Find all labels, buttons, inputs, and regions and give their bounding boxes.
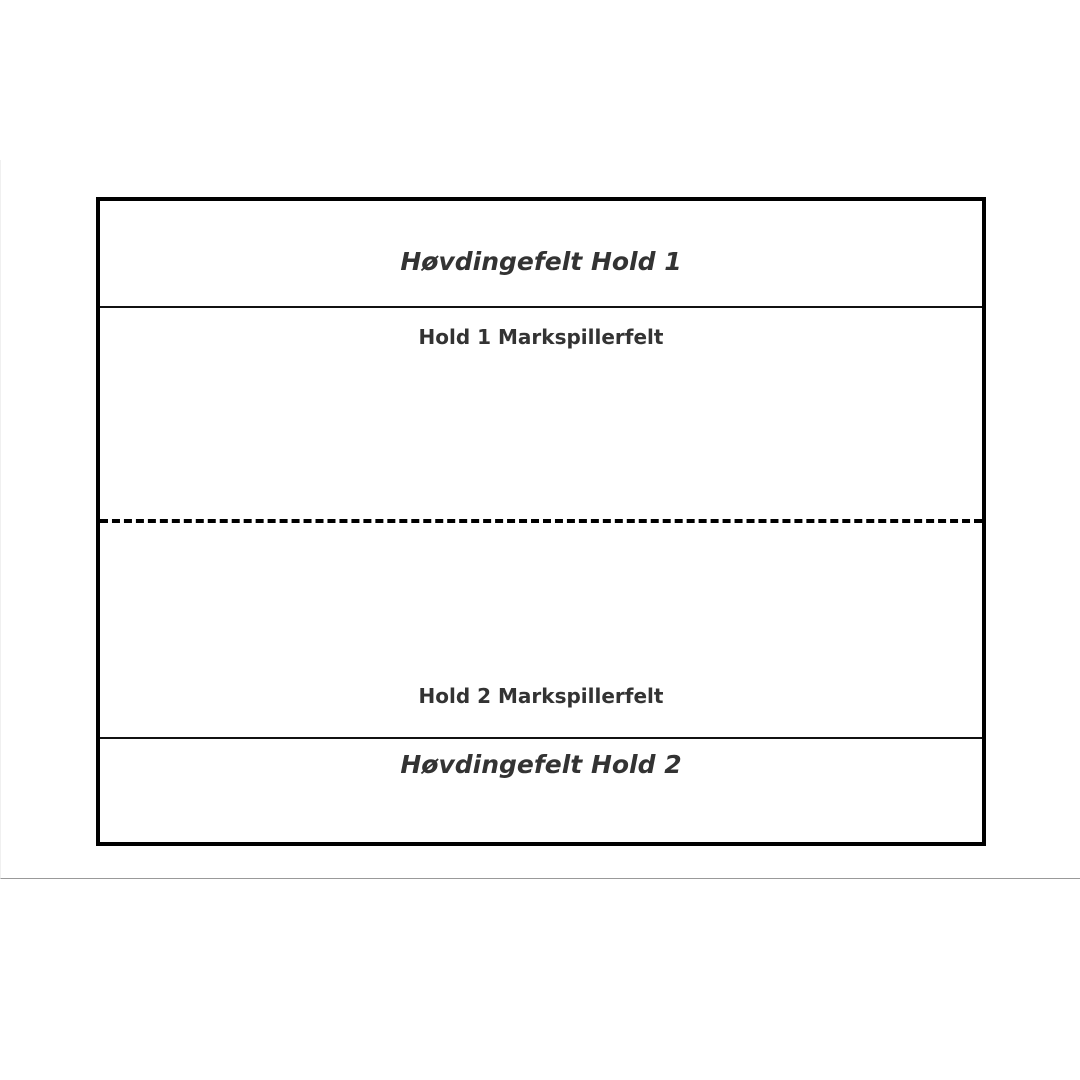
- chief-zone-team2-line: [100, 737, 982, 739]
- field-zone-team1-label: Hold 1 Markspillerfelt: [418, 325, 664, 349]
- field-zone-team2-label: Hold 2 Markspillerfelt: [418, 684, 664, 708]
- chief-zone-team1-line: [100, 306, 982, 308]
- canvas-frame: [0, 160, 1080, 879]
- chief-zone-team2-label: Høvdingefelt Hold 2: [400, 750, 682, 779]
- center-line-dashed: [100, 519, 982, 523]
- chief-zone-team1-label: Høvdingefelt Hold 1: [400, 247, 682, 276]
- playing-field: Høvdingefelt Hold 1 Hold 1 Markspillerfe…: [96, 197, 986, 846]
